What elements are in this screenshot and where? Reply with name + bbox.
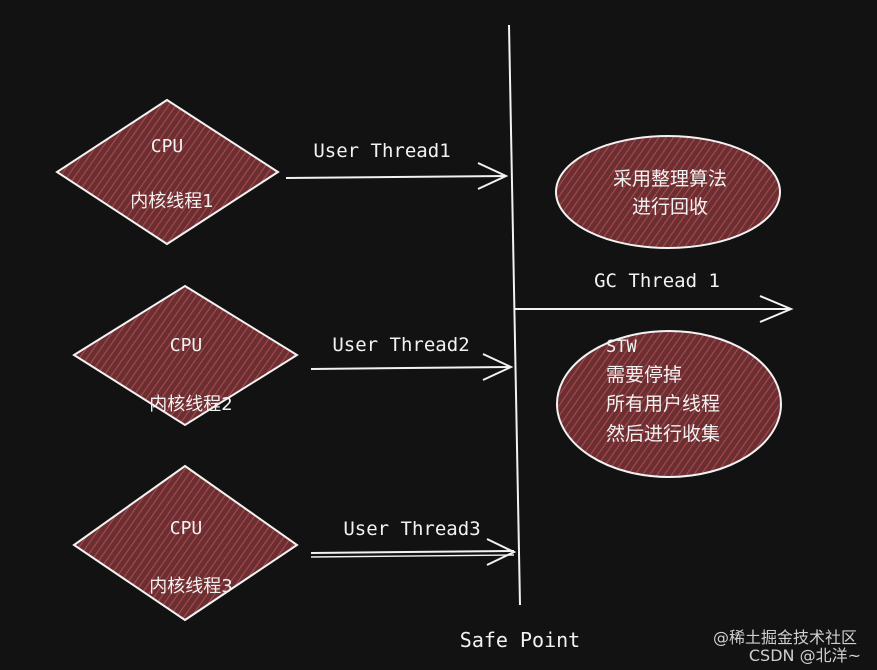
watermark-csdn: CSDN @北洋~ — [749, 646, 861, 665]
user-thread-label-3: User Thread3 — [343, 518, 480, 540]
cpu-node-1: CPU 内核线程1 — [55, 98, 280, 246]
user-thread-arrow-2: User Thread2 — [310, 334, 514, 381]
gc-bottom-line-1: STW — [606, 337, 637, 357]
cpu-subtitle-1: 内核线程1 — [130, 191, 213, 212]
gc-top-line-1: 采用整理算法 — [613, 168, 727, 190]
cpu-diamond-1 — [55, 98, 280, 246]
user-thread-label-1: User Thread1 — [313, 140, 450, 162]
user-thread-label-2: User Thread2 — [332, 334, 469, 356]
gc-top-line-2: 进行回收 — [632, 196, 708, 218]
cpu-subtitle-2: 内核线程2 — [149, 394, 232, 415]
gc-bottom-ellipse — [556, 330, 782, 478]
cpu-node-3: CPU 内核线程3 — [72, 464, 299, 622]
cpu-title-1: CPU — [151, 136, 184, 157]
gc-top-ellipse — [555, 135, 781, 249]
safe-point-label: Safe Point — [460, 628, 580, 652]
safe-point-line — [508, 24, 521, 606]
cpu-subtitle-3: 内核线程3 — [149, 576, 232, 597]
cpu-diamond-2 — [72, 284, 299, 427]
gc-bottom-line-3: 所有用户线程 — [606, 393, 720, 415]
user-thread-arrow-1: User Thread1 — [285, 140, 509, 190]
user-thread-arrow-3: User Thread3 — [310, 518, 517, 566]
cpu-diamond-3 — [72, 464, 299, 622]
gc-bottom-note: STW 需要停掉 所有用户线程 然后进行收集 — [556, 330, 782, 478]
gc-thread-arrow: GC Thread 1 — [514, 270, 794, 323]
gc-top-note: 采用整理算法 进行回收 — [555, 135, 781, 249]
watermark-juejin: @稀土掘金技术社区 — [713, 628, 857, 647]
gc-thread-label: GC Thread 1 — [594, 270, 720, 292]
cpu-title-3: CPU — [170, 518, 203, 539]
cpu-title-2: CPU — [170, 335, 203, 356]
gc-bottom-line-4: 然后进行收集 — [606, 423, 720, 445]
gc-bottom-line-2: 需要停掉 — [606, 364, 682, 386]
cpu-node-2: CPU 内核线程2 — [72, 284, 299, 427]
